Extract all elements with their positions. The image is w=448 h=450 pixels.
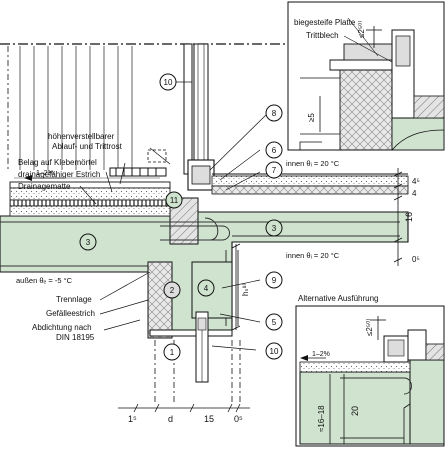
right-dimensions [393, 168, 403, 266]
interior-screed [211, 175, 409, 187]
dimension-texts: 4⁵ 4 16 0⁵ hₛ⁸⁾ 1⁵ d 15 0⁵ ≤2⁵⁰⁾ ≥5 ≤2⁵⁰… [128, 21, 420, 432]
label-innen-mid: innen θᵢ = 20 °C [286, 251, 340, 260]
label-belag: Belag auf Klebemörtel [18, 158, 97, 167]
dim-alt-20: 20 [350, 406, 360, 416]
marker-7: 7 [272, 166, 277, 175]
label-estrich: drainagefähiger Estrich [18, 170, 100, 179]
marker-5: 5 [272, 318, 277, 327]
dim-b-05: 0⁵ [234, 414, 243, 424]
marker-3b: 3 [272, 224, 277, 233]
label-ablauf: Ablauf- und Trittrost [52, 142, 123, 151]
facade-lines [19, 46, 133, 170]
dim-hs: hₛ⁸⁾ [241, 283, 250, 296]
marker-2: 2 [170, 286, 175, 295]
marker-8: 8 [272, 109, 277, 118]
marker-3a: 3 [86, 238, 91, 247]
reinforcement [0, 217, 400, 326]
dim-16: 16 [404, 212, 414, 222]
dim-05: 0⁵ [412, 255, 420, 264]
dim-4: 4 [412, 189, 417, 198]
label-gefaelle-alt: 1–2% [312, 351, 330, 358]
label-gefaelleestrich: Gefälleestrich [46, 309, 95, 318]
hs-dimension [231, 243, 241, 331]
dim-inset-250: ≤2⁵⁰⁾ [357, 21, 366, 38]
label-trittblech: Trittblech [306, 31, 339, 40]
marker-4: 4 [204, 284, 209, 293]
leader-lines [79, 81, 269, 351]
label-biegesteif: biegesteife Platte [294, 18, 356, 27]
dim-inset-ge5: ≥5 [307, 113, 316, 122]
label-trennlage: Trennlage [56, 295, 92, 304]
wall-insulation-left [147, 261, 173, 339]
label-alternative: Alternative Ausführung [298, 294, 379, 303]
label-gefaelle-left: 1–2% [36, 170, 54, 177]
inset-top [287, 1, 445, 151]
label-innen-top: innen θᵢ = 20 °C [286, 159, 340, 168]
dim-b-d: d [168, 414, 173, 424]
marker-11: 11 [170, 196, 179, 205]
dim-alt-250: ≤2⁵⁰⁾ [365, 319, 374, 336]
inset-bottom [295, 305, 445, 447]
drainage-grate [109, 149, 167, 177]
interior-insulation [211, 185, 409, 195]
label-hoehen: höhenverstellbarer [48, 132, 115, 141]
marker-circles [79, 73, 283, 361]
marker-10a: 10 [164, 78, 173, 87]
marker-1: 1 [170, 348, 175, 357]
marker-9: 9 [272, 276, 277, 285]
label-abdichtung2: DIN 18195 [56, 333, 95, 342]
label-aussen: außen θₑ = -5 °C [16, 276, 73, 285]
marker-10b: 10 [270, 347, 279, 356]
door-frame [183, 43, 215, 191]
lower-frame [195, 311, 209, 383]
dim-45: 4⁵ [412, 177, 420, 186]
marker-6: 6 [272, 146, 277, 155]
dim-b-15b: 15 [204, 414, 214, 424]
dim-b-15: 1⁵ [128, 414, 137, 424]
dim-alt-1618: ≈16–18 [317, 405, 326, 432]
slope-screed [9, 205, 171, 217]
marker-numbers: 10 8 6 7 11 3 3 2 4 9 5 1 10 [86, 78, 279, 357]
label-abdichtung1: Abdichtung nach [32, 323, 92, 332]
drain-mat [9, 199, 171, 207]
text-labels: höhenverstellbarer Ablauf- und Trittrost… [16, 18, 379, 358]
label-drainagematte: Drainagematte [18, 182, 71, 191]
bottom-dimensions [118, 403, 250, 413]
